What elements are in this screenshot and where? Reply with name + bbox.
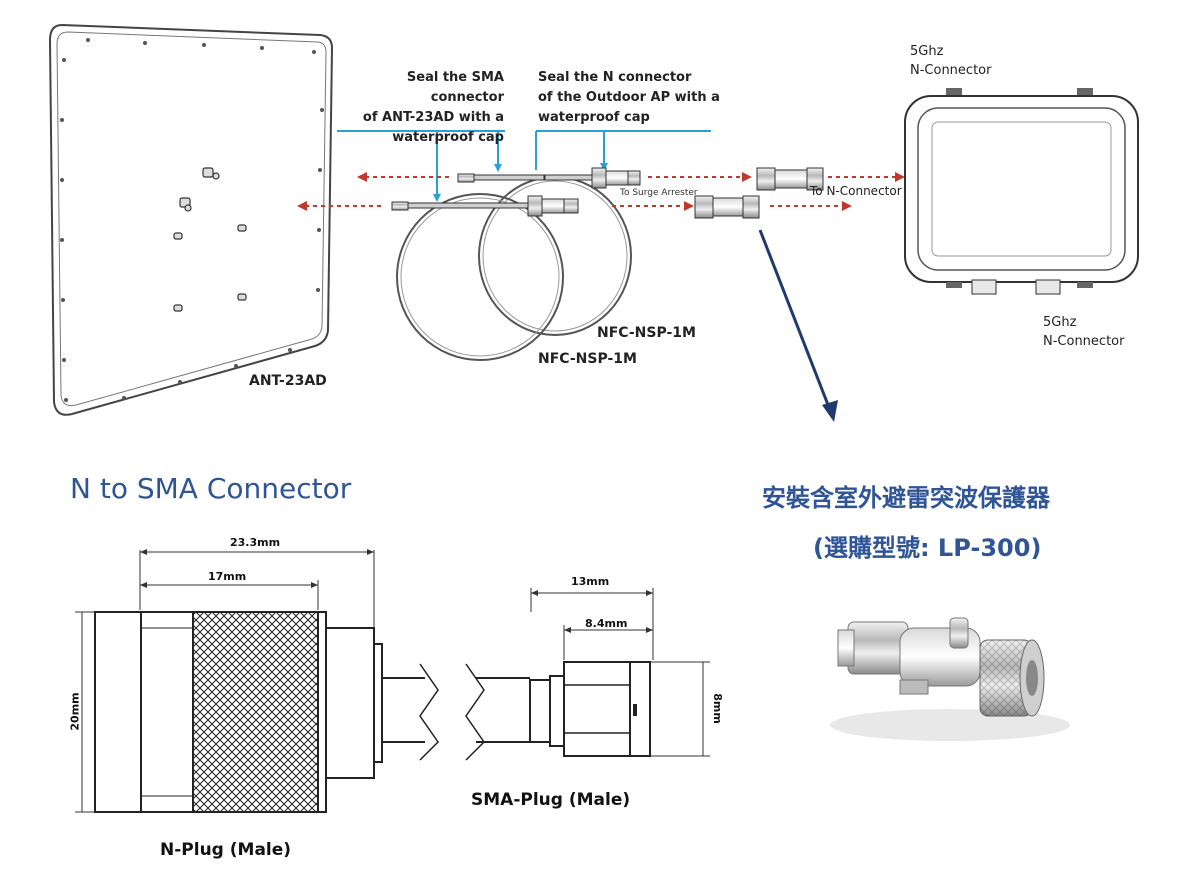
note-n-line3: waterproof cap	[538, 110, 650, 125]
note-sma-line1: Seal the SMA connector	[406, 70, 504, 105]
pointer-arrow	[758, 229, 838, 422]
note-seal-n: Seal the N connector of the Outdoor AP w…	[538, 68, 738, 128]
note-sma-line2: of ANT-23AD with a	[362, 110, 504, 125]
dim-8: 8mm	[710, 693, 724, 724]
heading-lp300-cn: 安裝含室外避雷突波保護器	[762, 484, 1050, 512]
note-seal-sma: Seal the SMA connector of ANT-23AD with …	[336, 68, 504, 148]
lp300-photo	[830, 617, 1070, 741]
surge-arrester-small	[694, 167, 824, 219]
note-sma-line3: waterproof cap	[392, 130, 504, 145]
callout-lines	[337, 130, 711, 196]
sma-plug-drawing	[529, 588, 710, 757]
to-n-label: To N-Connector	[810, 184, 902, 198]
ap-top-line1: 5Ghz	[910, 44, 944, 59]
outdoor-ap	[904, 88, 1139, 295]
antenna-label: ANT-23AD	[249, 373, 327, 389]
cable-connectors	[391, 167, 641, 217]
flow-arrows	[305, 176, 898, 207]
n-plug-label: N-Plug (Male)	[160, 840, 292, 860]
to-surge-label: To Surge Arrester	[620, 188, 698, 198]
dim-13: 13mm	[571, 575, 610, 588]
antenna-panel	[48, 23, 334, 416]
dim-20: 20mm	[68, 692, 82, 731]
dim-8-4: 8.4mm	[585, 617, 628, 630]
heading-n-to-sma: N to SMA Connector	[70, 472, 352, 505]
dim-17: 17mm	[208, 570, 247, 583]
sma-plug-label: SMA-Plug (Male)	[471, 790, 631, 810]
note-n-line2: of the Outdoor AP with a	[538, 90, 720, 105]
ap-label-top: 5Ghz N-Connector	[910, 42, 991, 80]
ap-top-line2: N-Connector	[910, 63, 992, 78]
dim-23-3: 23.3mm	[230, 536, 281, 549]
cable-label-b: NFC-NSP-1M	[538, 351, 637, 367]
n-plug-drawing	[75, 549, 530, 813]
note-n-line1: Seal the N connector	[538, 70, 692, 85]
heading-lp300-model: (選購型號: LP-300)	[813, 534, 1042, 562]
cable-label-a: NFC-NSP-1M	[597, 325, 696, 341]
ap-bottom-line1: 5Ghz	[1043, 315, 1077, 330]
ap-label-bottom: 5Ghz N-Connector	[1043, 313, 1124, 351]
ap-bottom-line2: N-Connector	[1043, 334, 1125, 349]
